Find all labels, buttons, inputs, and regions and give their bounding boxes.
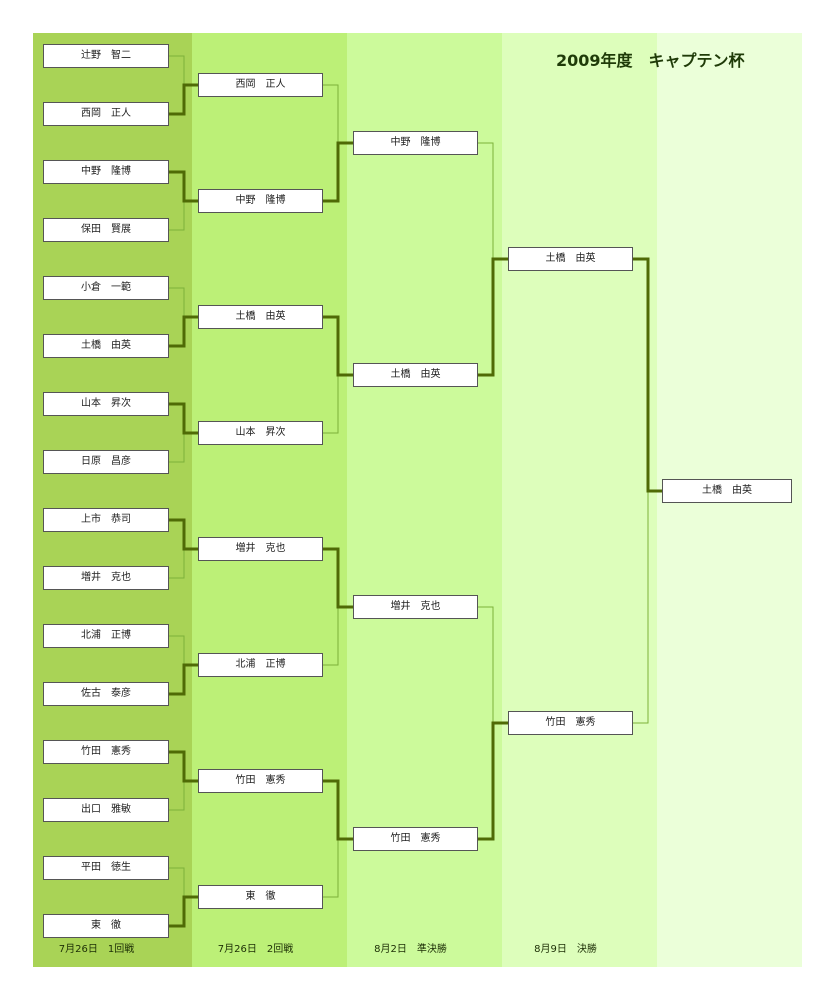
semifinal-date: 8月2日 準決勝 (374, 944, 447, 955)
player-box: 土橋 由英 (198, 305, 323, 329)
player-box: 竹田 憲秀 (198, 769, 323, 793)
player-box: 増井 克也 (198, 537, 323, 561)
player-box: 土橋 由英 (353, 363, 478, 387)
player-box: 上市 恭司 (43, 508, 169, 532)
round-2-date: 7月26日 2回戦 (217, 944, 294, 955)
player-box: 出口 雅敏 (43, 798, 169, 822)
player-box: 平田 徳生 (43, 856, 169, 880)
player-box: 増井 克也 (43, 566, 169, 590)
player-box: 日原 昌彦 (43, 450, 169, 474)
player-box: 佐古 泰彦 (43, 682, 169, 706)
player-box: 竹田 憲秀 (43, 740, 169, 764)
player-box: 東 徹 (198, 885, 323, 909)
player-box: 東 徹 (43, 914, 169, 938)
player-box: 北浦 正博 (198, 653, 323, 677)
player-box: 小倉 一範 (43, 276, 169, 300)
player-box: 山本 昇次 (198, 421, 323, 445)
player-box: 西岡 正人 (198, 73, 323, 97)
final-column (502, 33, 657, 967)
player-box: 土橋 由英 (508, 247, 633, 271)
round-1-date: 7月26日 1回戦 (58, 944, 135, 955)
final-date: 8月9日 決勝 (534, 944, 597, 955)
player-box: 中野 隆博 (353, 131, 478, 155)
tournament-title: 2009年度 キャプテン杯 (556, 51, 745, 70)
player-box: 保田 賢展 (43, 218, 169, 242)
semifinal-column (347, 33, 502, 967)
player-box: 中野 隆博 (198, 189, 323, 213)
player-box: 西岡 正人 (43, 102, 169, 126)
player-box: 土橋 由英 (43, 334, 169, 358)
round-2-column (192, 33, 347, 967)
player-box: 増井 克也 (353, 595, 478, 619)
player-box: 土橋 由英 (662, 479, 792, 503)
player-box: 北浦 正博 (43, 624, 169, 648)
player-box: 竹田 憲秀 (353, 827, 478, 851)
player-box: 山本 昇次 (43, 392, 169, 416)
player-box: 竹田 憲秀 (508, 711, 633, 735)
player-box: 辻野 智二 (43, 44, 169, 68)
player-box: 中野 隆博 (43, 160, 169, 184)
